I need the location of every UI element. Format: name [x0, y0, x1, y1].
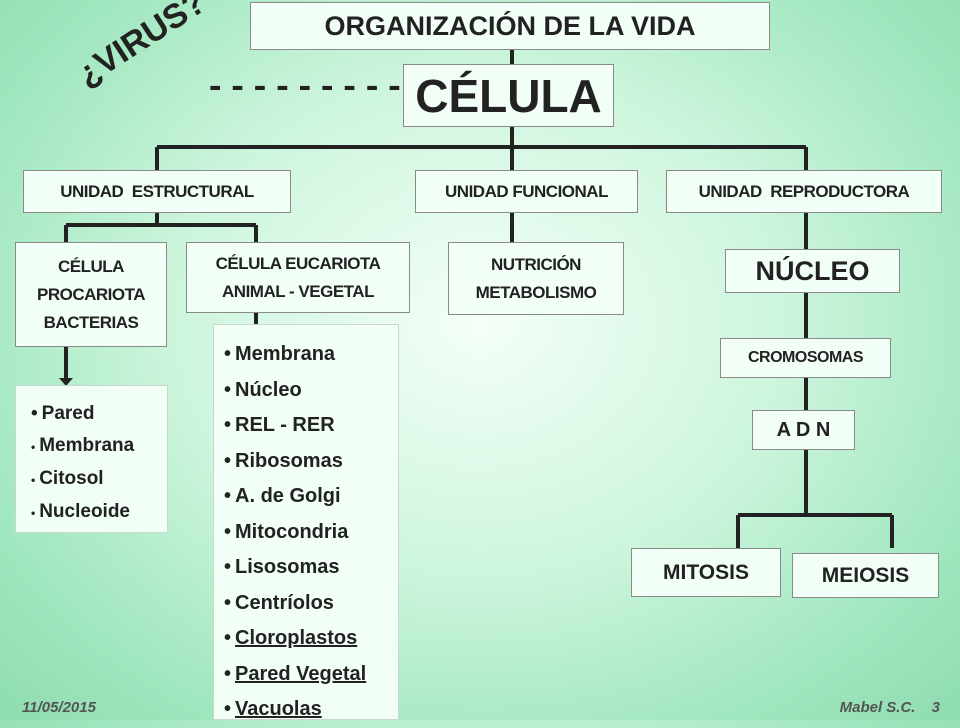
cell-text: CÉLULA	[415, 69, 602, 122]
prokaryote-line1: CÉLULA	[58, 256, 124, 276]
mitosis-text: MITOSIS	[663, 560, 749, 584]
eukaryote-line1: CÉLULA EUCARIOTA	[215, 253, 381, 273]
eukaryote-box: CÉLULA EUCARIOTA ANIMAL - VEGETAL	[186, 242, 410, 313]
unit-functional-box: UNIDAD FUNCIONAL	[415, 170, 638, 213]
nutrition-box: NUTRICIÓN METABOLISMO	[448, 242, 624, 315]
footer-author: Mabel S.C. 3	[840, 699, 940, 716]
list-item: •REL - RER	[224, 414, 335, 436]
unit-reproductive-box: UNIDAD REPRODUCTORA	[666, 170, 942, 213]
nutrition-line1: NUTRICIÓN	[491, 254, 581, 274]
footer-author-name: Mabel S.C.	[839, 699, 916, 716]
prokaryote-box: CÉLULA PROCARIOTA BACTERIAS	[15, 242, 167, 347]
list-item: •Citosol	[31, 468, 104, 489]
unit-structural-box: UNIDAD ESTRUCTURAL	[23, 170, 291, 213]
prokaryote-line2: PROCARIOTA	[36, 284, 146, 304]
list-item: •Pared Vegetal	[224, 662, 367, 685]
nutrition-line2: METABOLISMO	[475, 282, 597, 302]
list-item: •Mitocondria	[224, 520, 349, 543]
list-item: •Cloroplastos	[224, 627, 358, 649]
list-item: •Vacuolas	[224, 698, 322, 720]
list-item: •Ribosomas	[224, 449, 343, 472]
cell-box: CÉLULA	[403, 64, 614, 127]
unit-reproductive-text: UNIDAD REPRODUCTORA	[698, 181, 910, 201]
chromosomes-box: CROMOSOMAS	[720, 338, 891, 378]
virus-dashed-link: ---------	[205, 70, 407, 108]
chromosomes-text: CROMOSOMAS	[748, 349, 864, 366]
list-item: •Núcleo	[224, 378, 302, 401]
dna-text: A D N	[776, 418, 831, 441]
mitosis-box: MITOSIS	[631, 548, 781, 597]
list-item: •Nucleoide	[31, 501, 131, 522]
unit-structural-text: UNIDAD ESTRUCTURAL	[60, 181, 254, 201]
meiosis-text: MEIOSIS	[821, 563, 910, 587]
meiosis-box: MEIOSIS	[792, 553, 939, 598]
title-text: ORGANIZACIÓN DE LA VIDA	[324, 10, 696, 41]
list-item: •Pared	[31, 403, 95, 424]
eukaryote-line2: ANIMAL - VEGETAL	[222, 281, 374, 301]
list-item: •A. de Golgi	[224, 485, 341, 507]
prokaryote-line3: BACTERIAS	[43, 312, 139, 332]
nucleus-box: NÚCLEO	[725, 249, 900, 293]
prokaryote-list: •Pared •Membrana •Citosol •Nucleoide	[15, 385, 168, 533]
list-item: •Membrana	[31, 435, 135, 456]
list-item: •Membrana	[224, 343, 336, 365]
footer-page-number: 3	[931, 699, 940, 716]
title-box: ORGANIZACIÓN DE LA VIDA	[250, 2, 770, 50]
unit-functional-text: UNIDAD FUNCIONAL	[445, 181, 608, 201]
dna-box: A D N	[752, 410, 855, 450]
eukaryote-list: •Membrana •Núcleo •REL - RER •Ribosomas …	[213, 324, 399, 720]
nucleus-text: NÚCLEO	[755, 255, 870, 286]
list-item: •Centríolos	[224, 591, 334, 614]
footer-date: 11/05/2015	[22, 699, 96, 716]
list-item: •Lisosomas	[224, 556, 340, 578]
